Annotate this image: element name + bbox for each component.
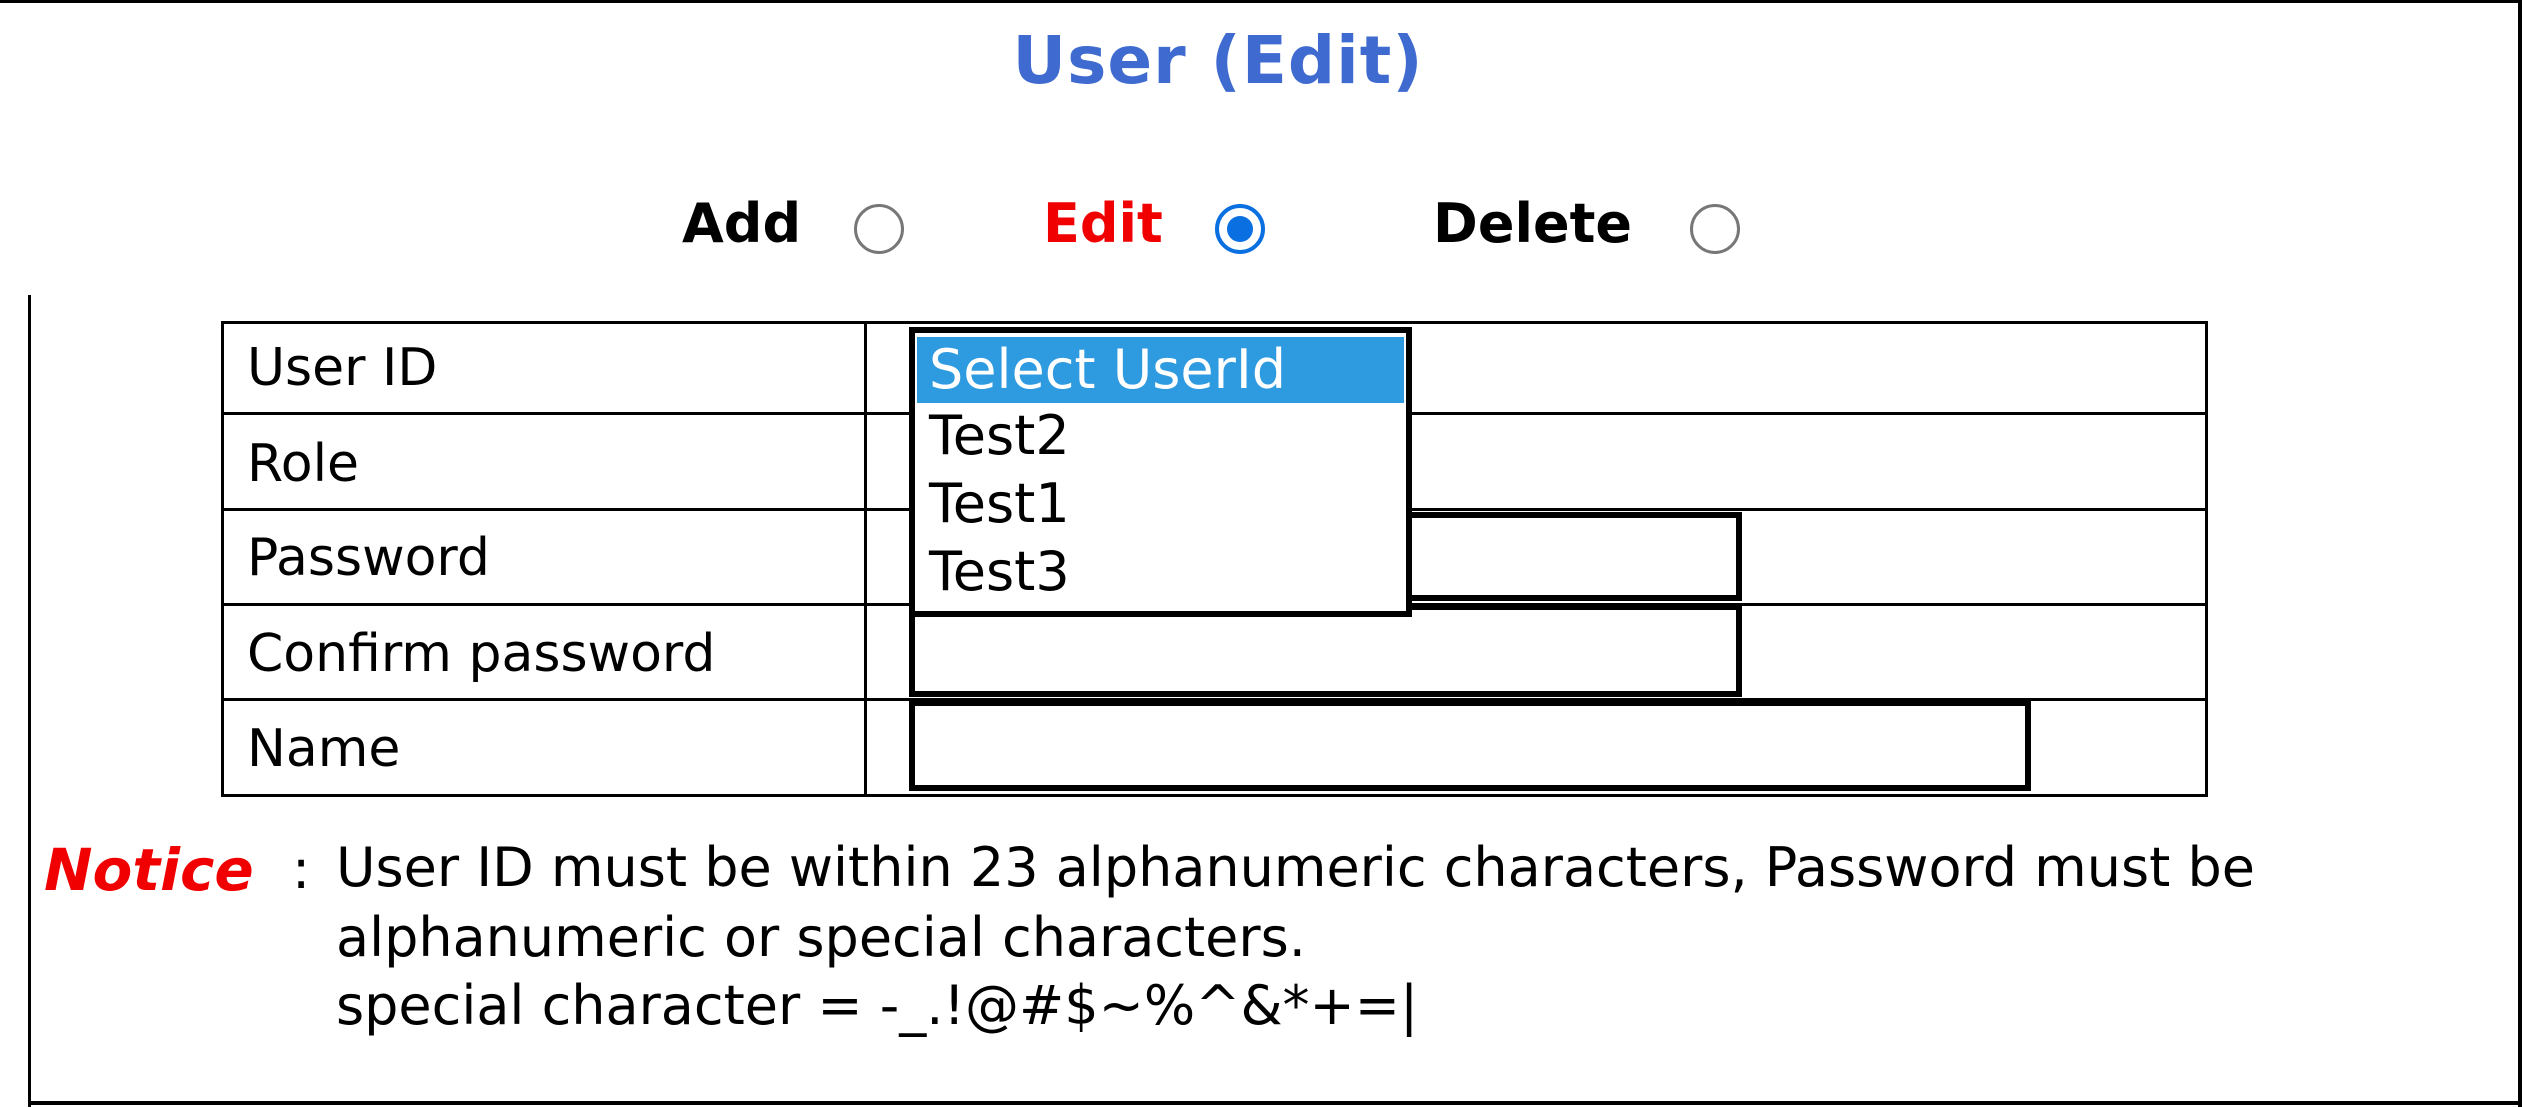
- mode-delete-radio[interactable]: [1690, 204, 1740, 254]
- role-label: Role: [247, 434, 360, 494]
- frame-left: [28, 295, 31, 1107]
- notice-text-line: special character = -_.!@#$~%^&*+=|: [336, 974, 1419, 1037]
- notice-text-line: User ID must be within 23 alphanumeric c…: [336, 836, 2255, 899]
- column-divider: [864, 324, 867, 794]
- mode-add-label: Add: [682, 192, 802, 255]
- mode-edit-label: Edit: [1043, 192, 1163, 255]
- password-label: Password: [247, 528, 490, 588]
- confirm-password-label: Confirm password: [247, 624, 716, 684]
- user-id-label: User ID: [247, 338, 438, 398]
- name-input[interactable]: [909, 700, 2031, 791]
- user-id-select-listbox[interactable]: Select UserId Test2 Test1 Test3: [909, 327, 1412, 617]
- name-label: Name: [247, 719, 401, 779]
- notice-text-line: alphanumeric or special characters.: [336, 906, 1306, 969]
- user-id-option[interactable]: Test3: [929, 540, 1070, 603]
- user-id-option[interactable]: Test2: [929, 404, 1070, 467]
- notice-colon: :: [292, 838, 311, 901]
- mode-add-radio[interactable]: [854, 204, 904, 254]
- mode-delete-label: Delete: [1433, 192, 1633, 255]
- confirm-password-input[interactable]: [909, 604, 1742, 697]
- user-id-option[interactable]: Select UserId: [917, 337, 1404, 403]
- frame-bottom: [28, 1101, 2522, 1105]
- mode-edit-radio[interactable]: [1215, 204, 1265, 254]
- frame-right: [2518, 0, 2522, 1107]
- user-id-option[interactable]: Test1: [929, 472, 1070, 535]
- page-title: User (Edit): [1012, 22, 1424, 99]
- row-divider: [224, 698, 2205, 701]
- frame-top: [0, 0, 2520, 3]
- notice-label: Notice: [44, 836, 254, 904]
- password-input[interactable]: [1405, 512, 1742, 601]
- mode-radio-group: Add Edit Delete: [0, 190, 2522, 270]
